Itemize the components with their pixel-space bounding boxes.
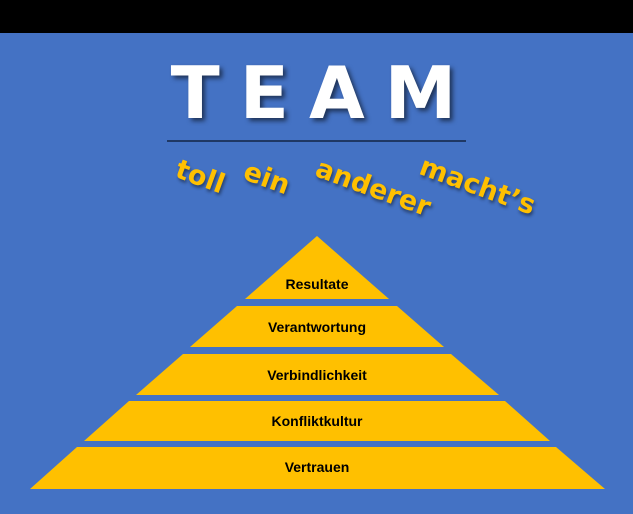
tier-shape-verbindlichkeit bbox=[136, 354, 499, 395]
tier-shape-verantwortung bbox=[190, 306, 444, 347]
tier-label-verantwortung: Verantwortung bbox=[268, 319, 366, 335]
tier-label-konfliktkultur: Konfliktkultur bbox=[272, 413, 364, 429]
pyramid-diagram: Resultate Verantwortung Verbindlichkeit … bbox=[30, 236, 605, 489]
tier-shape-resultate bbox=[245, 236, 389, 299]
team-title: TEAM bbox=[170, 51, 477, 135]
tier-shape-konfliktkultur bbox=[84, 401, 550, 441]
tier-label-vertrauen: Vertrauen bbox=[285, 459, 350, 475]
title-underline bbox=[167, 140, 466, 142]
tier-label-verbindlichkeit: Verbindlichkeit bbox=[267, 367, 367, 383]
tier-shape-vertrauen bbox=[30, 447, 605, 489]
tier-label-resultate: Resultate bbox=[285, 276, 348, 292]
slide-canvas: TEAM toll ein anderer macht’s Resultate … bbox=[0, 33, 633, 514]
